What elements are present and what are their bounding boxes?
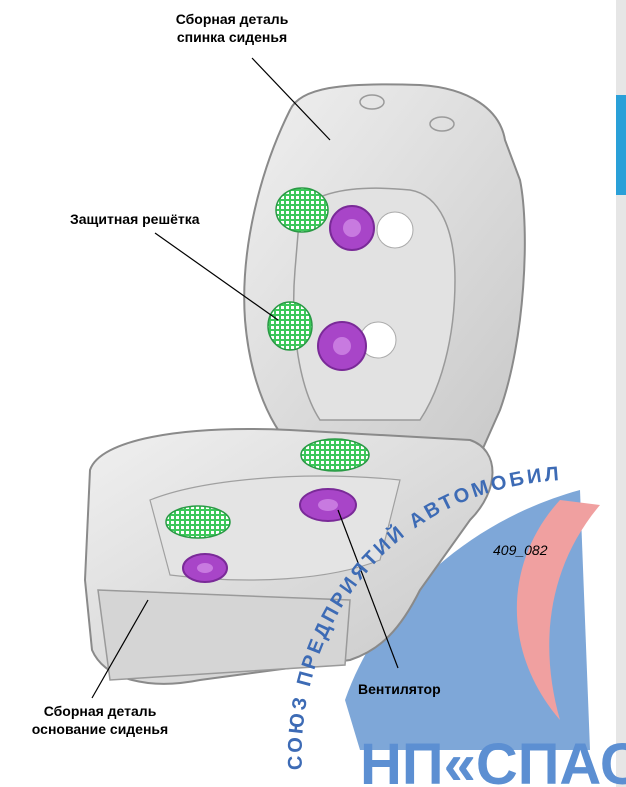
grille-seat-front [166, 506, 230, 538]
backrest-label: Сборная деталь спинка сиденья [132, 10, 332, 46]
backrest [244, 84, 525, 455]
backrest-label-line1: Сборная деталь [132, 10, 332, 28]
backrest-label-line2: спинка сиденья [132, 28, 332, 46]
figure-code: 409_082 [493, 542, 548, 558]
grille-back-lower [268, 302, 312, 350]
grille-back-upper [276, 188, 328, 232]
grille-label: Защитная решётка [70, 210, 200, 228]
fan-label: Вентилятор [358, 680, 441, 698]
base-label-line2: основание сиденья [10, 720, 190, 738]
grille-seat-rear [301, 439, 369, 471]
base-label: Сборная деталь основание сиденья [10, 702, 190, 738]
watermark-logo-text: НП«СПАС» [360, 732, 626, 787]
base-label-line1: Сборная деталь [10, 702, 190, 720]
